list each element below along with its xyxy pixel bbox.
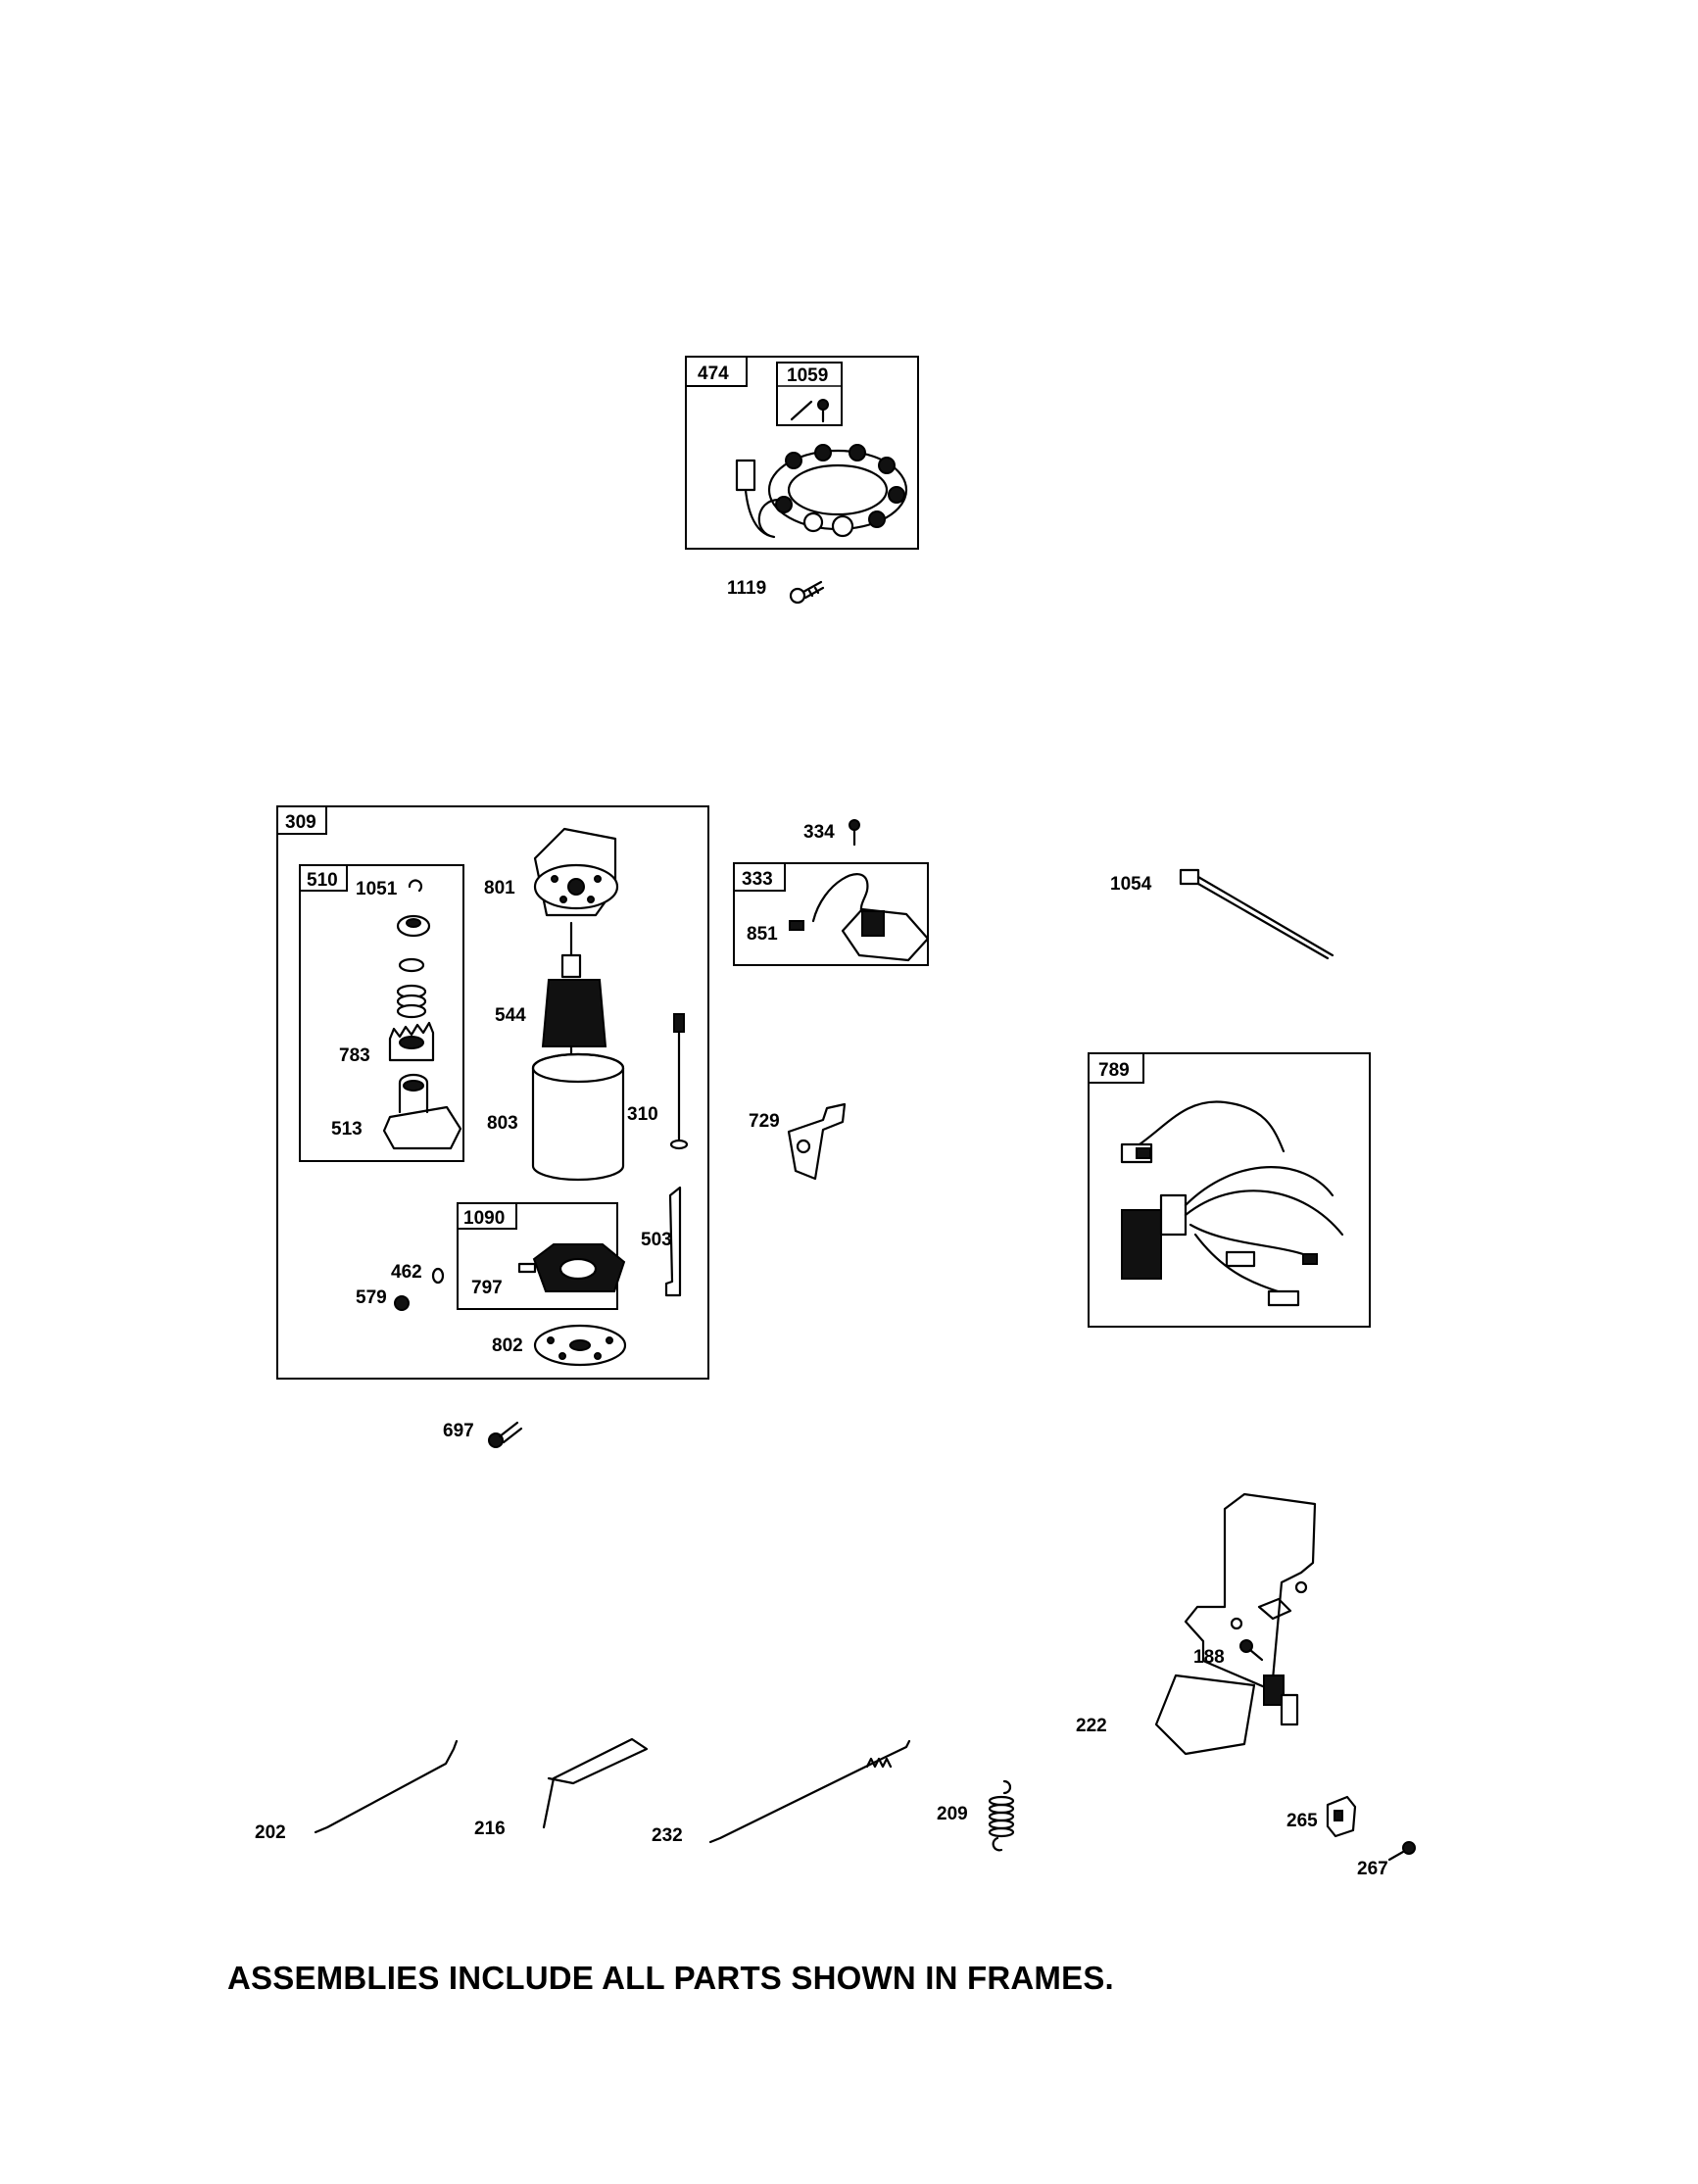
pinion-gear-783-icon bbox=[388, 1021, 435, 1062]
spring-link-232-icon bbox=[708, 1739, 911, 1844]
part-503-label: 503 bbox=[641, 1230, 672, 1250]
cable-tie-1054-icon bbox=[1179, 868, 1334, 960]
assembly-309-frame: 309 510 1051 783 513 801 bbox=[276, 805, 709, 1380]
drive-housing-513-icon bbox=[382, 1073, 462, 1150]
spring-209-icon bbox=[988, 1779, 1015, 1852]
spring-icon bbox=[396, 984, 427, 1019]
part-1051-label: 1051 bbox=[356, 879, 398, 899]
cap-icon bbox=[396, 914, 431, 938]
screw-188-icon bbox=[1239, 1639, 1264, 1662]
part-803-label: 803 bbox=[487, 1113, 518, 1134]
plug-851-icon bbox=[789, 920, 804, 931]
link-216-icon bbox=[542, 1737, 649, 1829]
bolt-697-icon bbox=[488, 1421, 523, 1448]
part-579-label: 579 bbox=[356, 1287, 387, 1308]
screw-1119-icon bbox=[789, 580, 825, 605]
motor-housing-803-icon bbox=[531, 1052, 625, 1182]
part-802-label: 802 bbox=[492, 1335, 523, 1356]
part-513-label: 513 bbox=[331, 1119, 363, 1140]
washer-462-icon bbox=[431, 1267, 445, 1285]
assembly-510-tag: 510 bbox=[307, 870, 338, 891]
assembly-474-frame: 474 1059 bbox=[685, 356, 919, 550]
part-851-label: 851 bbox=[747, 924, 778, 945]
bracket-503-icon bbox=[664, 1186, 682, 1297]
part-222-label: 222 bbox=[1076, 1716, 1107, 1736]
part-797-label: 797 bbox=[471, 1278, 503, 1298]
part-265-label: 265 bbox=[1286, 1811, 1318, 1831]
part-801-label: 801 bbox=[484, 878, 515, 898]
part-310-label: 310 bbox=[627, 1104, 658, 1125]
washer-icon bbox=[398, 957, 425, 973]
assembly-1090-tag: 1090 bbox=[463, 1208, 505, 1229]
part-462-label: 462 bbox=[391, 1262, 422, 1283]
part-1054-label: 1054 bbox=[1110, 874, 1152, 895]
part-216-label: 216 bbox=[474, 1819, 506, 1839]
stator-coil-icon bbox=[735, 444, 908, 539]
end-cap-801-icon bbox=[533, 827, 619, 917]
screw-267-icon bbox=[1387, 1841, 1416, 1862]
assembly-789-frame: 789 bbox=[1088, 1052, 1371, 1328]
part-783-label: 783 bbox=[339, 1045, 370, 1066]
part-544-label: 544 bbox=[495, 1005, 526, 1026]
part-209-label: 209 bbox=[937, 1804, 968, 1824]
ignition-module-icon bbox=[811, 873, 930, 962]
part-1119-label: 1119 bbox=[727, 578, 766, 599]
assembly-333-tag: 333 bbox=[742, 869, 773, 890]
part-729-label: 729 bbox=[749, 1111, 780, 1132]
rod-202-icon bbox=[314, 1739, 459, 1834]
nut-579-icon bbox=[394, 1295, 410, 1311]
assembly-1059-tag: 1059 bbox=[787, 365, 828, 386]
part-334-label: 334 bbox=[803, 822, 835, 843]
control-bracket-222-icon bbox=[1154, 1492, 1317, 1756]
assemblies-footer-note: ASSEMBLIES INCLUDE ALL PARTS SHOWN IN FR… bbox=[227, 1960, 1114, 1996]
screw-334-icon bbox=[849, 819, 860, 847]
assembly-789-tag: 789 bbox=[1098, 1060, 1130, 1081]
screw-1059-icon bbox=[790, 399, 829, 423]
assembly-474-tag: 474 bbox=[698, 364, 729, 384]
part-697-label: 697 bbox=[443, 1421, 474, 1441]
bracket-729-icon bbox=[787, 1102, 847, 1181]
part-267-label: 267 bbox=[1357, 1859, 1388, 1879]
brush-holder-797-icon bbox=[517, 1243, 626, 1292]
assembly-333-frame: 333 851 bbox=[733, 862, 930, 966]
through-bolt-310-icon bbox=[669, 1013, 689, 1150]
clip-265-icon bbox=[1326, 1795, 1357, 1838]
armature-544-icon bbox=[541, 921, 607, 1065]
assembly-309-tag: 309 bbox=[285, 812, 316, 833]
clip-1051-icon bbox=[408, 879, 423, 893]
end-plate-802-icon bbox=[533, 1324, 627, 1367]
part-202-label: 202 bbox=[255, 1822, 286, 1843]
part-188-label: 188 bbox=[1193, 1647, 1225, 1668]
wire-harness-icon bbox=[1120, 1100, 1344, 1307]
part-232-label: 232 bbox=[652, 1825, 683, 1846]
